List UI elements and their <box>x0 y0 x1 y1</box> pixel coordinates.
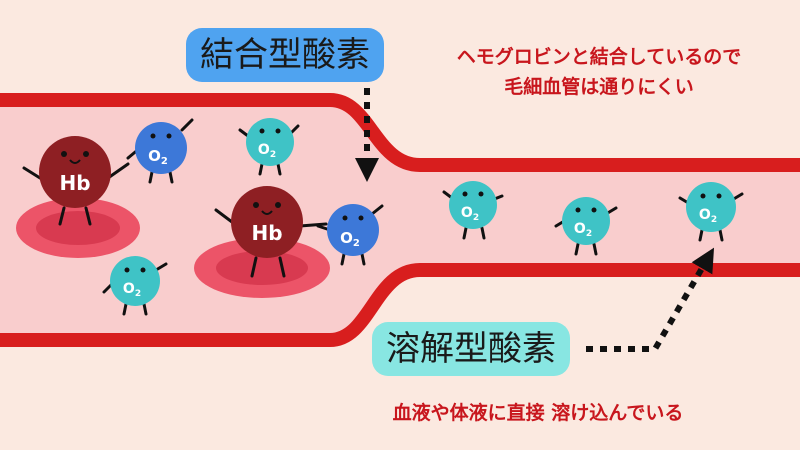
vessel-wall-top <box>0 93 800 172</box>
vessel-wall-bottom <box>0 263 800 347</box>
svg-text:O2: O2 <box>461 205 479 223</box>
oxygen-subscript: 2 <box>473 213 479 223</box>
hemoglobin-label: Hb <box>59 171 90 195</box>
oxygen-subscript: 2 <box>353 238 360 249</box>
oxygen-subscript: 2 <box>711 215 717 225</box>
oxygen-subscript: 2 <box>586 229 592 239</box>
dissolved-oxygen-character: O2 <box>678 182 744 242</box>
dissolved-oxygen-character: O2 <box>442 181 504 240</box>
hemoglobin-label: Hb <box>251 221 282 245</box>
oxygen-subscript: 2 <box>135 289 141 299</box>
bound-oxygen-note: ヘモグロビンと結合しているので 毛細血管は通りにくい <box>404 42 794 102</box>
oxygen-symbol: O <box>461 205 473 221</box>
bound-oxygen-character: O2 <box>316 204 384 266</box>
oxygen-subscript: 2 <box>161 156 168 167</box>
svg-text:O2: O2 <box>574 221 592 239</box>
dissolved-oxygen-note: 血液や体液に直接 溶け込んでいる <box>392 402 684 424</box>
dissolved-oxygen-character: O2 <box>238 118 300 176</box>
oxygen-symbol: O <box>574 221 586 237</box>
bound-oxygen-character: O2 <box>126 118 194 184</box>
svg-text:O2: O2 <box>148 147 168 167</box>
dissolved-oxygen-label: 溶解型酸素 <box>372 322 570 376</box>
oxygen-symbol: O <box>123 281 135 297</box>
oxygen-subscript: 2 <box>270 150 276 160</box>
svg-text:O2: O2 <box>258 142 276 160</box>
bound-oxygen-note-line1: ヘモグロビンと結合しているので <box>456 46 742 68</box>
svg-text:O2: O2 <box>699 207 717 225</box>
dissolved-oxygen-character: O2 <box>102 256 168 316</box>
oxygen-symbol: O <box>148 147 161 165</box>
svg-text:O2: O2 <box>340 229 360 249</box>
bound-oxygen-note-line2: 毛細血管は通りにくい <box>504 76 694 98</box>
dissolved-oxygen-character: O2 <box>554 197 618 256</box>
red-blood-cell <box>16 198 140 258</box>
bound-oxygen-label: 結合型酸素 <box>186 28 384 82</box>
svg-text:O2: O2 <box>123 281 141 299</box>
hemoglobin-character: Hb <box>214 186 328 278</box>
oxygen-symbol: O <box>699 207 711 223</box>
oxygen-symbol: O <box>258 142 270 158</box>
oxygen-symbol: O <box>340 229 353 247</box>
hemoglobin-character: Hb <box>22 136 130 226</box>
